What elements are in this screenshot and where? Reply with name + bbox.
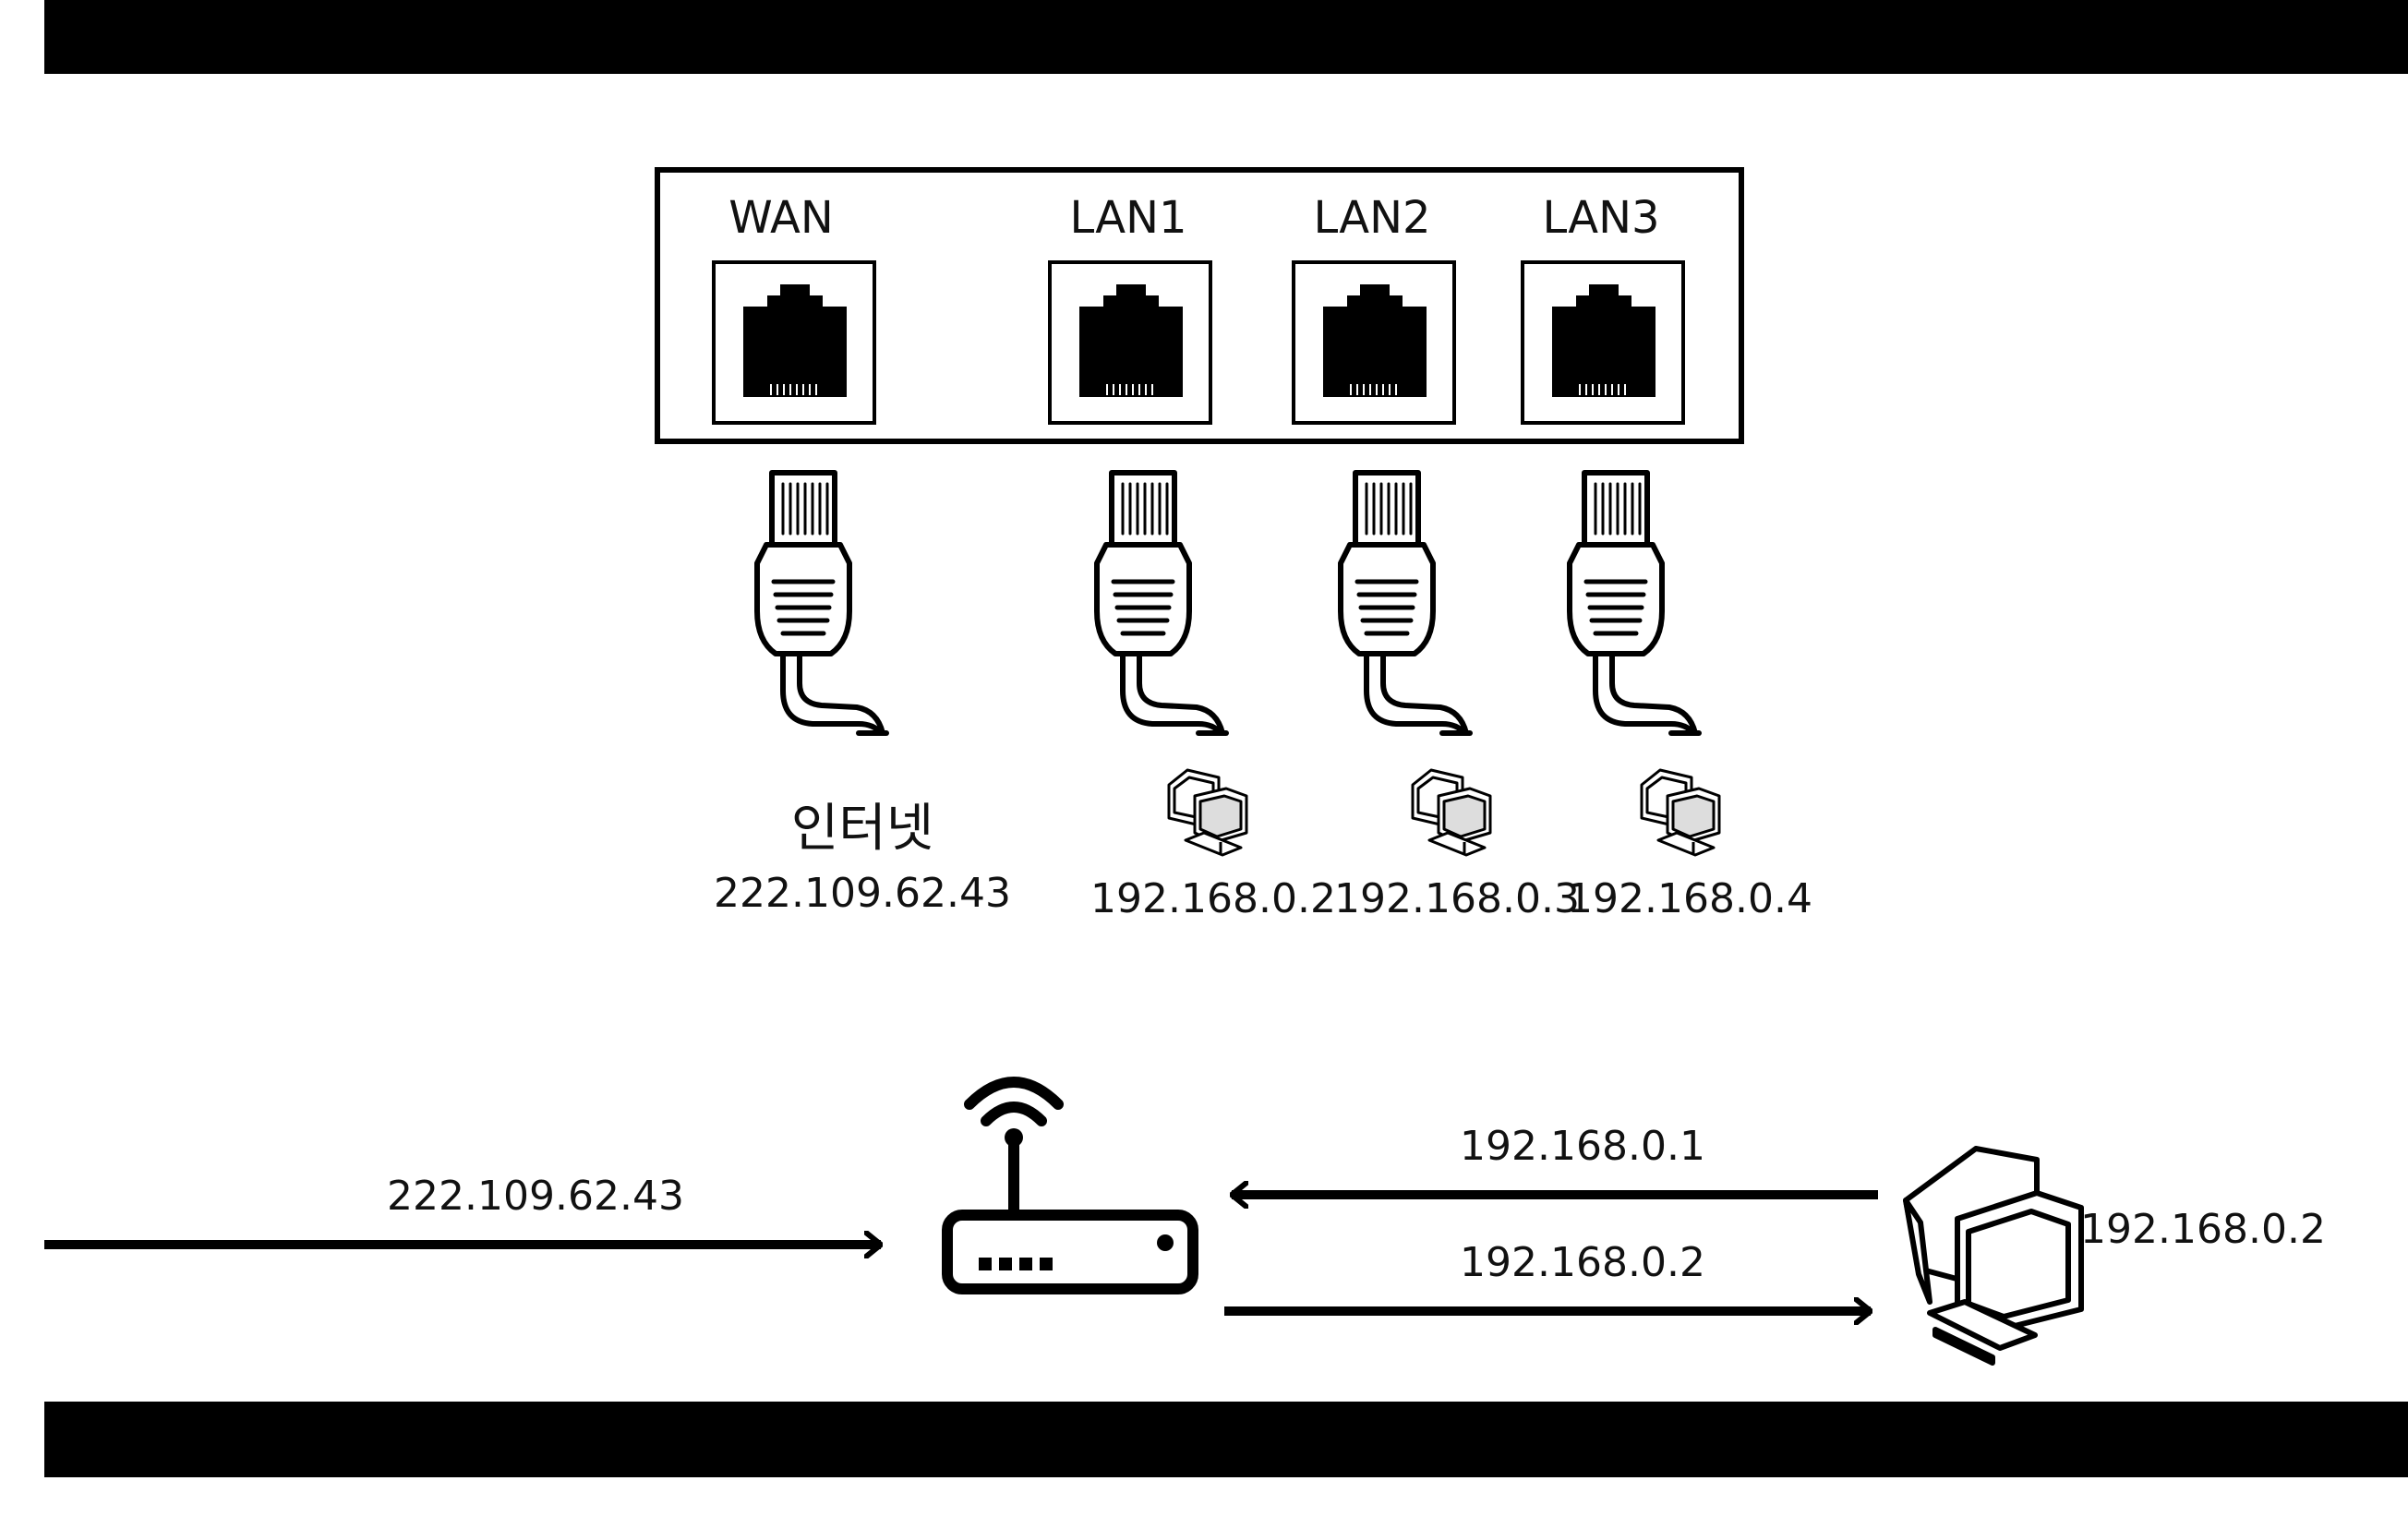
wifi-router-icon	[942, 1077, 1198, 1294]
rj45-port-icon	[712, 260, 876, 425]
ethernet-plug-icon	[1097, 473, 1226, 733]
rj45-port-icon	[1292, 260, 1456, 425]
ethernet-plug-icon	[757, 473, 886, 733]
port-label-lan3: LAN3	[1542, 192, 1659, 244]
rj45-port-icon	[1521, 260, 1685, 425]
desktop-computer-icon	[1903, 1146, 2084, 1366]
port-label-lan2: LAN2	[1313, 192, 1430, 244]
computer-icon	[1640, 768, 1721, 857]
rj45-port-icon	[1048, 260, 1212, 425]
pc-ip-label: 192.168.0.2	[2080, 1206, 2326, 1253]
lan-device-ip: 192.168.0.3	[1334, 875, 1580, 922]
letterbox-bottom-bar	[44, 1402, 2408, 1477]
router-ip-label: 192.168.0.1	[1460, 1123, 1705, 1170]
port-label-wan: WAN	[728, 192, 834, 244]
letterbox-top-bar	[44, 0, 2408, 74]
internet-label: 인터넷	[791, 799, 934, 859]
incoming-ip-label: 222.109.62.43	[387, 1173, 684, 1220]
computer-icon	[1167, 768, 1248, 857]
port-label-lan1: LAN1	[1069, 192, 1186, 244]
pc-assigned-ip-label: 192.168.0.2	[1460, 1239, 1705, 1286]
ethernet-plug-icon	[1570, 473, 1699, 733]
lan-device-ip: 192.168.0.4	[1567, 875, 1812, 922]
computer-icon	[1411, 768, 1492, 857]
ethernet-plug-icon	[1341, 473, 1470, 733]
internet-ip: 222.109.62.43	[714, 870, 1011, 917]
lan-device-ip: 192.168.0.2	[1090, 875, 1336, 922]
